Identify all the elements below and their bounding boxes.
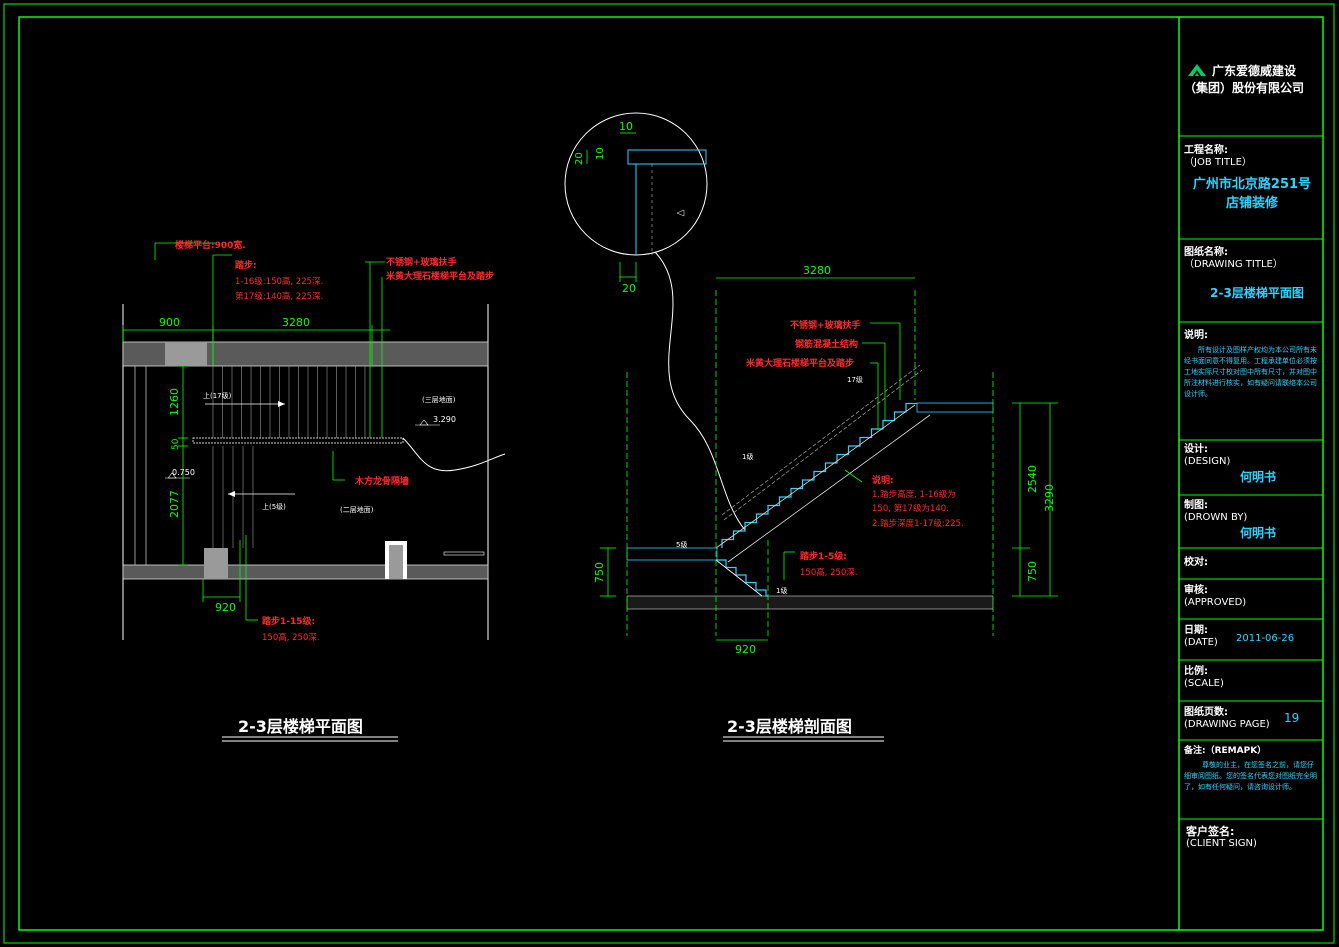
sec-det-20b: 20 <box>622 282 636 295</box>
plan-lbl-0750: 0.750 <box>172 468 195 477</box>
approved-block: 审核: (APPROVED) <box>1184 585 1320 609</box>
plan-ann-lower-val: 150高, 250深. <box>262 632 320 643</box>
plan-title: 2-3层楼梯平面图 <box>238 717 363 736</box>
checked-label: 校对: <box>1184 557 1208 568</box>
drawn-by-value: 何明书 <box>1240 526 1277 540</box>
company-logo-icon <box>1188 64 1206 76</box>
scale-block: 比例: (SCALE) <box>1184 666 1320 690</box>
client-sign-block: 客户签名: (CLIENT SIGN) <box>1186 826 1320 850</box>
drawing-page-value: 19 <box>1284 711 1300 725</box>
company-name-line1: 广东爱德威建设 <box>1212 64 1297 78</box>
plan-dim-3280: 3280 <box>282 316 310 329</box>
sec-ann-note-head: 说明: <box>872 474 894 486</box>
date-block: 日期: (DATE) 2011-06-26 <box>1184 625 1320 649</box>
sec-det-10b: 10 <box>595 147 606 160</box>
plan-dim-920: 920 <box>215 601 236 614</box>
date-label: 日期: <box>1184 625 1208 636</box>
drawing-title-label: 图纸名称: <box>1184 247 1228 258</box>
plan-ann-step-2: 第17级:140高, 225深. <box>235 291 323 302</box>
sec-ann-note-2: 150, 第17级为140. <box>872 503 949 514</box>
company-name-line2: （集团）股份有限公司 <box>1184 81 1305 95</box>
sec-lbl-17: 17级 <box>847 375 863 384</box>
plan-lbl-up17: 上(17级) <box>203 391 232 400</box>
client-sign-label: 客户签名: <box>1186 825 1235 838</box>
sec-ann-marble: 米黄大理石楼梯平台及踏步 <box>745 357 854 369</box>
drawing-title-block: 图纸名称: （DRAWING TITLE） 2-3层楼梯平面图 <box>1184 247 1320 303</box>
drawing-title-label-en: （DRAWING TITLE） <box>1184 259 1283 270</box>
plan-ann-rail: 不锈钢+玻璃扶手 <box>386 256 457 268</box>
design-value: 何明书 <box>1240 470 1277 484</box>
design-block: 设计: (DESIGN) 何明书 <box>1184 444 1320 484</box>
drawing-page-block: 图纸页数: (DRAWING PAGE) 19 <box>1184 707 1320 731</box>
sec-lbl-5: 5级 <box>676 540 687 549</box>
section-drawing <box>564 112 1058 641</box>
remark-block: 备注:（REMAPK） 尊敬的业主，在您签名之前，请您仔细审阅图纸。您的签名代表… <box>1184 745 1318 793</box>
checked-block: 校对: <box>1184 557 1320 569</box>
drawn-by-label-en: (DROWN BY) <box>1184 512 1248 523</box>
section-title: 2-3层楼梯剖面图 <box>727 717 852 736</box>
notes-label: 说明: <box>1184 330 1208 341</box>
sec-det-20a: 20 <box>574 152 585 165</box>
plan-ann-step-1: 1-16级:150高, 225深. <box>235 276 323 287</box>
stair-profile-lower <box>716 559 768 597</box>
scale-label: 比例: <box>1184 666 1208 677</box>
job-title-label: 工程名称: <box>1184 145 1228 156</box>
plan-ann-lower-head: 踏步1-15级: <box>262 615 315 627</box>
plan-ann-wood: 木方龙骨隔墙 <box>354 475 409 487</box>
drawing-page-label: 图纸页数: <box>1184 707 1228 718</box>
stair-profile-upper <box>721 402 917 548</box>
company-name: 广东爱德威建设 （集团）股份有限公司 <box>1184 64 1320 97</box>
sec-dim-3280: 3280 <box>803 264 831 277</box>
notes-text: 所有设计及图样产权均为本公司所有未经书面同意不得复用。工程承建单位必须按工地实际… <box>1184 346 1317 398</box>
sec-lbl-1b: 1级 <box>776 586 787 595</box>
plan-lbl-floor3: (三层地面) <box>422 395 456 404</box>
client-sign-label-en: (CLIENT SIGN) <box>1186 838 1257 849</box>
inner-border <box>18 16 1324 931</box>
design-label: 设计: <box>1184 444 1208 455</box>
remark-label: 备注:（REMAPK） <box>1184 746 1267 756</box>
notes-block: 说明: 所有设计及图样产权均为本公司所有未经书面同意不得复用。工程承建单位必须按… <box>1184 330 1318 400</box>
drawn-by-label: 制图: <box>1184 500 1208 511</box>
sec-dim-920: 920 <box>735 643 756 656</box>
sec-dim-750a: 750 <box>593 562 606 583</box>
plan-dim-1260: 1260 <box>168 388 181 416</box>
plan-ann-step-head: 踏步: <box>235 259 257 271</box>
drawing-page-label-en: (DRAWING PAGE) <box>1184 719 1270 730</box>
plan-lbl-3290: 3.290 <box>433 415 456 424</box>
job-title-value-1: 广州市北京路251号 <box>1192 177 1312 192</box>
sec-ann-note-1: 1.踏步高度, 1-16级为 <box>872 489 956 500</box>
design-label-en: (DESIGN) <box>1184 456 1231 467</box>
sec-lbl-1a: 1级 <box>742 452 753 461</box>
outer-border <box>3 3 1335 944</box>
sec-ann-concrete: 钢筋混凝土结构 <box>795 338 858 350</box>
plan-lbl-up5: 上(5级) <box>262 502 286 511</box>
sec-dim-2540: 2540 <box>1026 465 1039 493</box>
job-title-label-en: （JOB TITLE） <box>1184 157 1252 168</box>
drawing-title-value: 2-3层楼梯平面图 <box>1210 286 1304 300</box>
plan-ann-marble: 米黄大理石楼梯平台及踏步 <box>385 270 494 282</box>
job-title-block: 工程名称: （JOB TITLE） 广州市北京路251号 店铺装修 <box>1184 145 1320 213</box>
sec-ann-note-3: 2.踏步深度1-17级:225. <box>872 518 964 529</box>
sec-dim-750b: 750 <box>1026 561 1039 582</box>
approved-label: 审核: <box>1184 585 1208 596</box>
drawn-by-block: 制图: (DROWN BY) 何明书 <box>1184 500 1320 540</box>
plan-dim-2077: 2077 <box>168 490 181 518</box>
plan-dim-900: 900 <box>159 316 180 329</box>
date-label-en: (DATE) <box>1184 637 1218 648</box>
plan-dim-50: 50 <box>171 438 181 450</box>
job-title-value-2: 店铺装修 <box>1225 196 1278 211</box>
plan-lbl-floor2: (二层地面) <box>340 505 374 514</box>
plan-ann-platform: 楼梯平台:900宽. <box>175 239 246 251</box>
sec-ann-rail: 不锈钢+玻璃扶手 <box>790 319 861 331</box>
remark-text: 尊敬的业主，在您签名之前，请您仔细审阅图纸。您的签名代表您对图纸完全明了，如有任… <box>1184 761 1317 791</box>
approved-label-en: (APPROVED) <box>1184 597 1247 608</box>
date-value: 2011-06-26 <box>1236 633 1295 644</box>
sec-det-10a: 10 <box>619 120 633 133</box>
plan-drawing <box>122 242 506 640</box>
sec-dim-3290: 3290 <box>1043 484 1056 512</box>
scale-label-en: (SCALE) <box>1184 678 1224 689</box>
sec-ann-lower-head: 踏步1-5级: <box>800 550 847 562</box>
sec-ann-lower-val: 150高, 250深. <box>800 567 858 578</box>
